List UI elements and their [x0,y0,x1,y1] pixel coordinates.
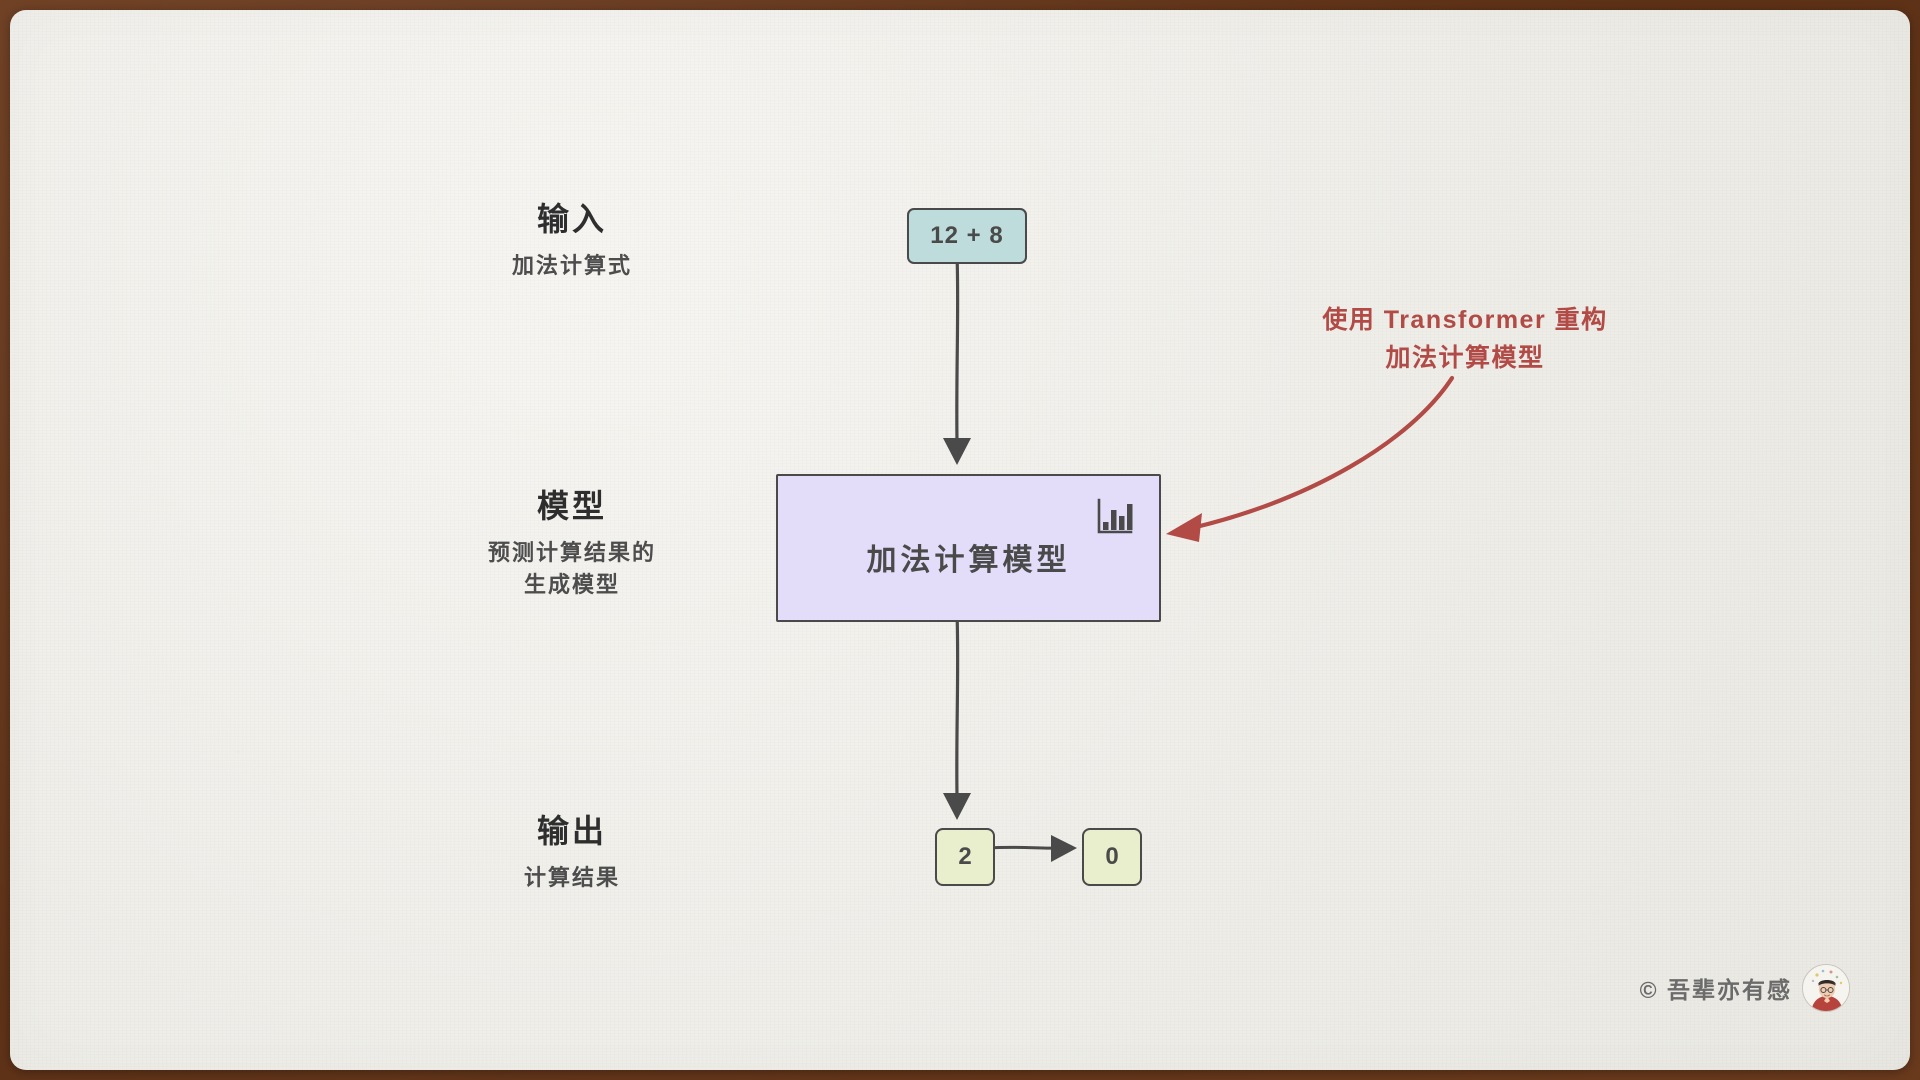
arrow-out2-to-out0 [986,835,1077,862]
watermark: © 吾辈亦有感 [1640,964,1850,1012]
model-node[interactable]: 加法计算模型 [776,474,1161,622]
row-model-subtitle: 预测计算结果的 生成模型 [487,540,656,598]
output-node-first[interactable]: 2 [935,828,995,886]
input-node-label: 12 + 8 [930,222,1004,249]
arrow-input-to-model [943,253,971,465]
row-output-subtitle: 计算结果 [523,865,620,891]
output-node-second-label: 0 [1105,843,1119,870]
paper-canvas: 输入 加法计算式 模型 预测计算结果的 生成模型 输出 计算结果 12 + 8 … [10,10,1910,1070]
row-model-title: 模型 [536,488,607,524]
annotation-text: 使用 Transformer 重构 加法计算模型 [1295,302,1635,377]
avatar-illustration [1803,965,1849,1011]
row-label-output: 输出 计算结果 [392,812,752,894]
annotation-arrow [1166,375,1455,542]
arrow-model-to-output [943,611,971,820]
diagram-stage: 输入 加法计算式 模型 预测计算结果的 生成模型 输出 计算结果 12 + 8 … [10,10,1910,1070]
output-node-second[interactable]: 0 [1082,828,1142,886]
input-node[interactable]: 12 + 8 [907,208,1027,264]
row-input-subtitle: 加法计算式 [511,253,632,279]
row-output-title: 输出 [536,813,607,849]
watermark-text: © 吾辈亦有感 [1639,977,1792,1003]
model-node-label: 加法计算模型 [866,544,1071,577]
annotation-line-2: 加法计算模型 [1385,343,1545,372]
avatar [1802,964,1850,1012]
row-input-title: 输入 [536,201,607,237]
annotation-line-1: 使用 Transformer 重构 [1322,306,1608,334]
output-node-first-label: 2 [958,843,972,870]
row-label-input: 输入 加法计算式 [392,200,752,282]
row-label-model: 模型 预测计算结果的 生成模型 [392,487,752,601]
bar-chart-icon [1097,498,1133,534]
